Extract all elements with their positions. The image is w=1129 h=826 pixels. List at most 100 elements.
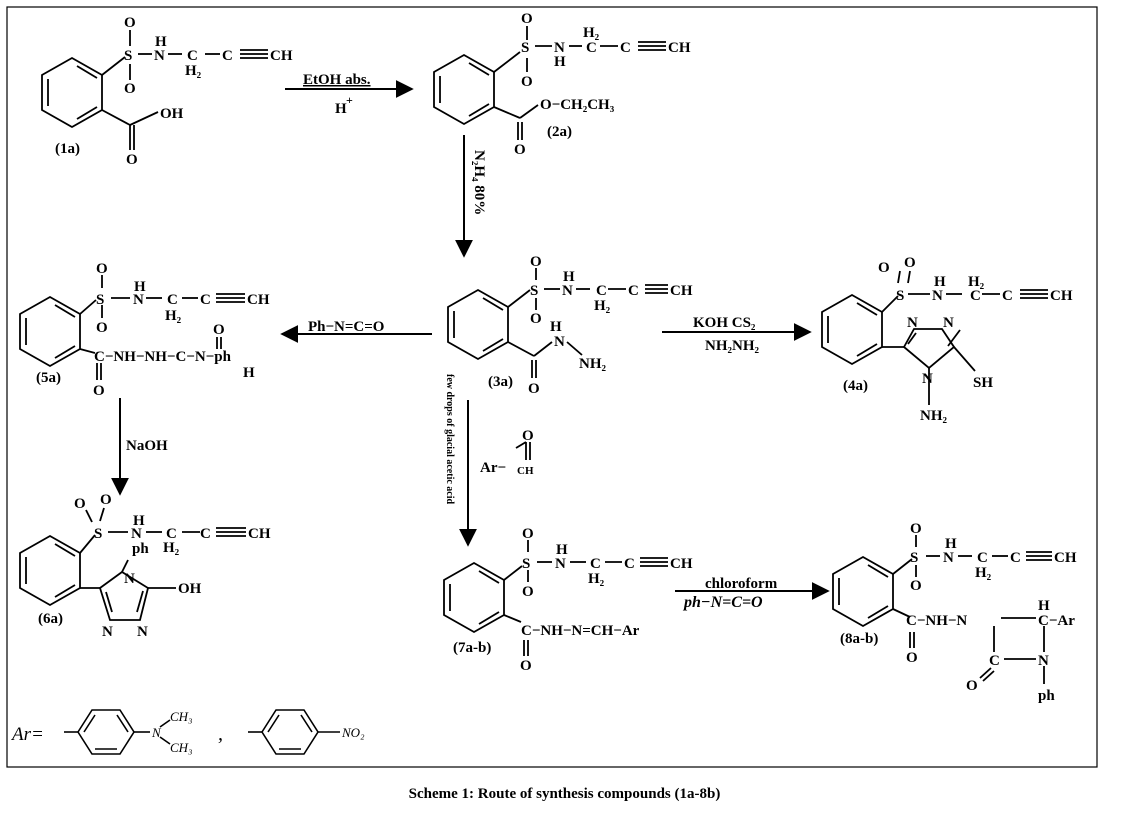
atom-o: O — [514, 142, 526, 158]
atom-h: H — [243, 365, 255, 381]
atom-c: C — [586, 40, 597, 56]
atom-h2: H₂ — [163, 540, 180, 556]
atom-n: N — [154, 48, 165, 64]
atom-h2: H₂ — [185, 63, 202, 79]
atom-c: C — [590, 556, 601, 572]
atom-c: C — [596, 283, 607, 299]
atom-n: N — [907, 315, 918, 331]
reagent-koh-cs2: KOH CS₂ — [693, 315, 756, 331]
atom-n: N — [932, 288, 943, 304]
compound-label-4a: (4a) — [843, 378, 868, 394]
compound-2a — [433, 26, 666, 140]
hydrazide-chain: C−NH−NH−C−N−ph — [94, 349, 232, 365]
atom-h2: H₂ — [975, 565, 992, 581]
atom-c: C — [1010, 550, 1021, 566]
atom-o: O — [878, 260, 890, 276]
compound-3a — [447, 268, 668, 378]
atom-n: N — [124, 571, 135, 587]
ar-separator: , — [218, 723, 223, 745]
compound-4a — [821, 270, 1048, 405]
atom-o: O — [213, 322, 225, 338]
atom-ch: CH — [248, 526, 271, 542]
azetidine-ch-ar: C−Ar — [1038, 613, 1075, 629]
atom-c: C — [620, 40, 631, 56]
atom-n: N — [555, 556, 566, 572]
atom-sh: SH — [973, 375, 993, 391]
atom-n: N — [131, 526, 142, 542]
atom-ch: CH — [270, 48, 293, 64]
atom-o: O — [522, 584, 534, 600]
compound-1a — [41, 30, 268, 150]
reagent-acid-sup: + — [346, 93, 353, 107]
aldehyde-ar: Ar− — [480, 460, 506, 476]
atom-h: H — [554, 54, 566, 70]
aldehyde-o: O — [522, 428, 534, 444]
ar-nitro-group: NO₂ — [341, 725, 365, 740]
atom-s: S — [522, 556, 530, 572]
atom-o: O — [96, 261, 108, 277]
atom-n: N — [554, 40, 565, 56]
atom-ch: CH — [1054, 550, 1077, 566]
atom-h: H — [934, 274, 946, 290]
atom-o: O — [124, 15, 136, 31]
atom-h: H — [134, 279, 146, 295]
atom-h: H — [563, 269, 575, 285]
atom-o: O — [520, 658, 532, 674]
atom-o: O — [910, 521, 922, 537]
reagent-acetic-acid: few drops of glacial acetic acid — [444, 374, 455, 505]
compound-label-1a: (1a) — [55, 141, 80, 157]
atom-c: C — [624, 556, 635, 572]
aldehyde-reagent — [515, 441, 531, 460]
atom-o: O — [530, 254, 542, 270]
compound-label-7: (7a-b) — [453, 640, 491, 656]
azetidine-co: C — [989, 653, 1000, 669]
atom-h: H — [133, 513, 145, 529]
atom-s: S — [530, 283, 538, 299]
atom-o: O — [904, 255, 916, 271]
atom-c: C — [222, 48, 233, 64]
atom-h2: H₂ — [968, 274, 985, 290]
aldehyde-ch: CH — [517, 465, 534, 477]
reagent-hydrazine: N₂H₄ 80% — [471, 150, 487, 215]
imine-chain: C−NH−N=CH−Ar — [521, 623, 640, 639]
atom-h: H — [556, 542, 568, 558]
compound-label-2a: (2a) — [547, 124, 572, 140]
atom-o: O — [966, 678, 978, 694]
atom-o: O — [522, 526, 534, 542]
atom-c: C — [628, 283, 639, 299]
atom-s: S — [896, 288, 904, 304]
compound-label-3a: (3a) — [488, 374, 513, 390]
atom-ch: CH — [670, 556, 693, 572]
ar-dimethylamino-n: N — [151, 725, 162, 740]
compound-5a — [19, 275, 245, 380]
reagent-phenyl-isocyanate: Ph−N=C=O — [308, 319, 384, 335]
reagent-chloroform: chloroform — [705, 576, 778, 592]
atom-s: S — [521, 40, 529, 56]
atom-ph: ph — [1038, 688, 1055, 704]
atom-h: H — [945, 536, 957, 552]
scheme-frame — [6, 6, 1098, 768]
atom-n: N — [922, 371, 933, 387]
atom-o: O — [521, 11, 533, 27]
atom-o: O — [74, 496, 86, 512]
atom-o: O — [528, 381, 540, 397]
atom-c: C — [970, 288, 981, 304]
atom-n: N — [943, 550, 954, 566]
atom-c: C — [977, 550, 988, 566]
atom-c: C — [200, 292, 211, 308]
reagent-hydrazine-hydrate: NH₂NH₂ — [705, 338, 759, 354]
atom-s: S — [910, 550, 918, 566]
atom-oh: OH — [160, 106, 184, 122]
atom-s: S — [94, 526, 102, 542]
atom-h: H — [1038, 598, 1050, 614]
atom-o: O — [100, 492, 112, 508]
ar-methyl-2: CH₃ — [170, 740, 193, 755]
reagent-naoh: NaOH — [126, 438, 168, 454]
reagent-acid: H — [335, 101, 347, 117]
ar-methyl-1: CH₃ — [170, 709, 193, 724]
atom-c: C — [167, 292, 178, 308]
atom-o: O — [910, 578, 922, 594]
azetidine-n: N — [1038, 653, 1049, 669]
atom-oet: O−CH₂CH₃ — [540, 97, 615, 113]
